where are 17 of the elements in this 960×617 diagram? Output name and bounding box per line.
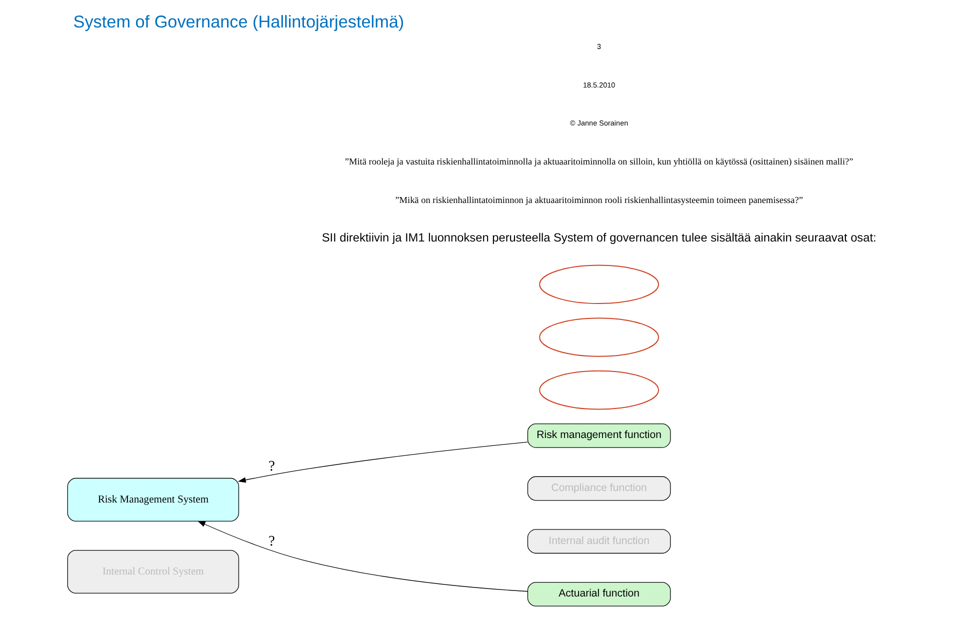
label: © Janne Sorainen: [569, 118, 628, 128]
diagram-title: System of Governance (Hallintojärjestelmä): [72, 11, 404, 32]
node-ellipse: [538, 318, 659, 357]
arrow: [196, 520, 528, 592]
node-ellipse: [538, 370, 659, 410]
edge-label: ?: [268, 458, 274, 474]
label: ”Mitä rooleja ja vastuita riskienhallintatoiminnolla ja aktuaaritoiminnolla on silloin, kun yhtiöllä on käytössä (osittainen) sisäinen malli?”: [344, 156, 853, 167]
node-box: Actuarial function: [526, 582, 670, 606]
label: 18.5.2010: [582, 80, 615, 90]
label: 3: [596, 42, 601, 52]
label: SII direktiivin ja IM1 luonnoksen perusteella System of governancen tulee sisältää ainakin seuraavat osat:: [321, 230, 876, 245]
node-ellipse: [538, 264, 659, 304]
node-box: Risk management function: [526, 423, 670, 448]
label: ”Mikä on riskienhallintatoiminnon ja aktuaaritoiminnon rooli riskienhallintasysteemin toimeen panemisessa?”: [394, 194, 802, 205]
edge-label: ?: [268, 534, 274, 550]
arrow: [237, 442, 528, 483]
node-box: Risk Management System: [66, 478, 239, 522]
